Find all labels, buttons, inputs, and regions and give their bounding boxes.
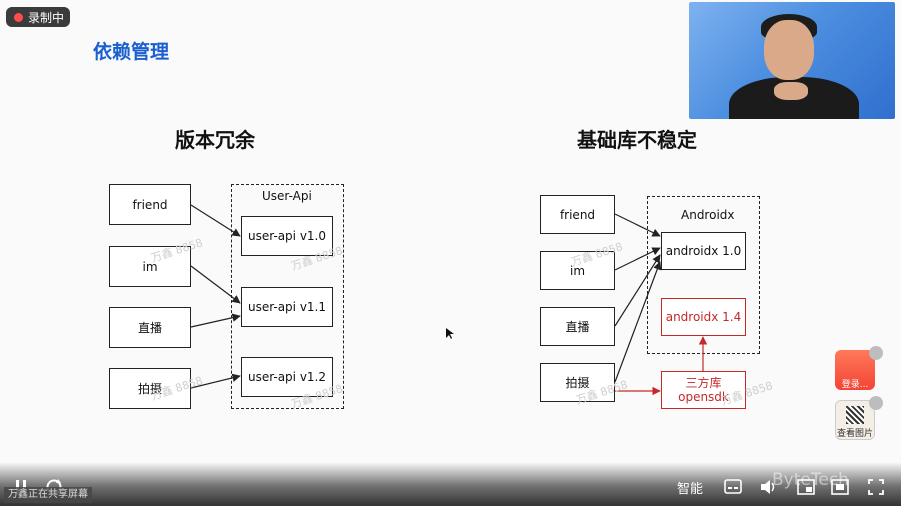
right-source-live: 直播 bbox=[540, 307, 615, 346]
user-api-v1-1: user-api v1.1 bbox=[241, 287, 333, 327]
arrow-r-shoot bbox=[614, 261, 662, 383]
presenter-head bbox=[764, 20, 814, 80]
fullscreen-icon[interactable] bbox=[865, 476, 887, 498]
gift-card[interactable]: 登录... bbox=[835, 350, 875, 390]
qr-label: 查看图片 bbox=[836, 429, 873, 439]
arrow-r-live bbox=[614, 254, 661, 327]
third-party-opensdk: 三方库 opensdk bbox=[661, 371, 746, 409]
left-source-friend: friend bbox=[109, 184, 191, 225]
presenter-webcam[interactable] bbox=[689, 2, 895, 119]
androidx-1-0: androidx 1.0 bbox=[661, 232, 746, 270]
pip-icon[interactable] bbox=[795, 476, 817, 498]
right-source-friend: friend bbox=[540, 195, 615, 234]
left-source-live: 直播 bbox=[109, 307, 191, 348]
arrow-friend-to-v1-0 bbox=[190, 204, 241, 237]
arrow-live-to-v1-1 bbox=[190, 313, 241, 328]
arrow-r-friend bbox=[614, 213, 661, 237]
recording-badge: 录制中 bbox=[6, 7, 70, 27]
androidx-group-label: Androidx bbox=[681, 208, 735, 222]
user-api-group-label: User-Api bbox=[262, 189, 312, 203]
arrow-im-to-v1-1 bbox=[190, 265, 241, 304]
web-fullscreen-icon[interactable] bbox=[829, 476, 851, 498]
slide-title: 依赖管理 bbox=[93, 41, 170, 63]
left-heading: 版本冗余 bbox=[175, 128, 255, 152]
presenter-hands bbox=[774, 82, 808, 100]
recording-label: 录制中 bbox=[28, 10, 65, 25]
subtitle-icon[interactable] bbox=[722, 476, 744, 498]
androidx-1-4: androidx 1.4 bbox=[661, 298, 746, 336]
user-api-v1-0: user-api v1.0 bbox=[241, 216, 333, 256]
qr-code-icon bbox=[846, 406, 864, 424]
right-source-im: im bbox=[540, 251, 615, 290]
brand-watermark: ByteTech bbox=[772, 470, 849, 490]
mouse-cursor-icon bbox=[446, 328, 454, 339]
player-controls: 智能 bbox=[0, 462, 901, 506]
left-source-im: im bbox=[109, 246, 191, 287]
right-heading: 基础库不稳定 bbox=[577, 128, 697, 152]
volume-icon[interactable] bbox=[757, 476, 779, 498]
left-source-shoot: 拍摄 bbox=[109, 368, 191, 409]
user-api-v1-2: user-api v1.2 bbox=[241, 357, 333, 397]
arrow-r-im bbox=[614, 247, 661, 271]
screen-share-status: 万鑫正在共享屏幕 bbox=[4, 487, 92, 503]
smart-quality-button[interactable]: 智能 bbox=[677, 481, 704, 497]
record-dot-icon bbox=[14, 12, 23, 22]
qr-close-icon[interactable] bbox=[869, 396, 883, 410]
right-source-shoot: 拍摄 bbox=[540, 363, 615, 402]
arrow-shoot-to-v1-2 bbox=[190, 373, 241, 389]
gift-close-icon[interactable] bbox=[869, 346, 883, 360]
qr-card[interactable]: 查看图片 bbox=[835, 400, 875, 440]
gift-label: 登录... bbox=[841, 380, 869, 390]
